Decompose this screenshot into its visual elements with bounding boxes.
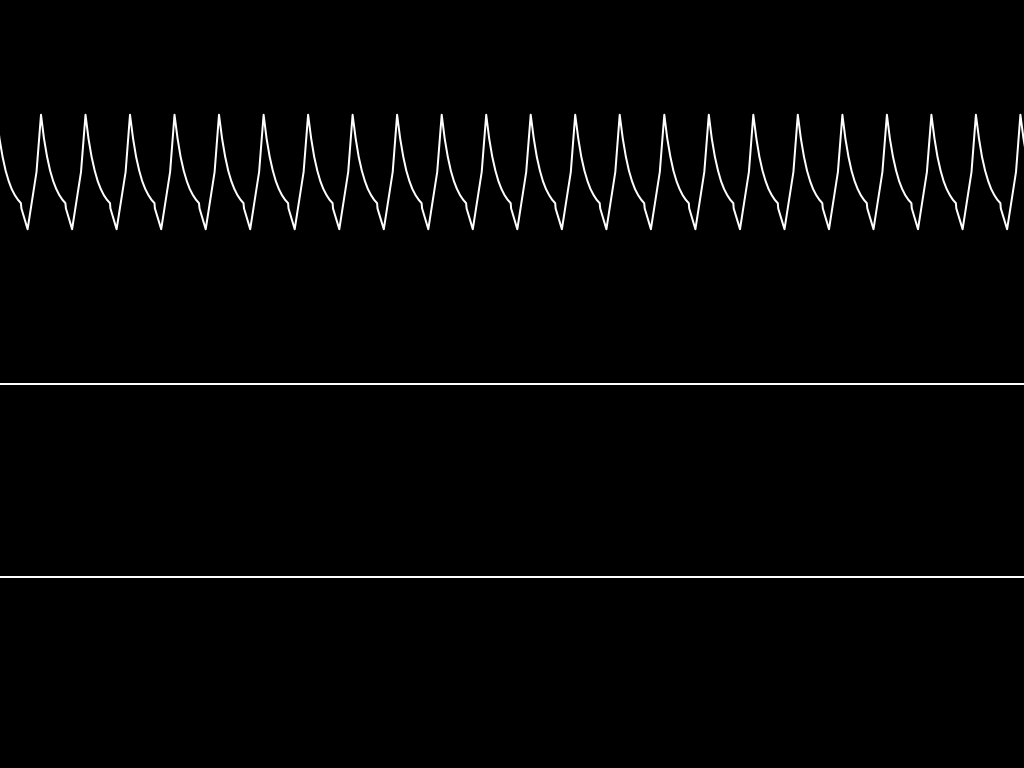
channel-1-waveform [0, 113, 1024, 231]
channel-1-trace-group [0, 113, 1024, 231]
